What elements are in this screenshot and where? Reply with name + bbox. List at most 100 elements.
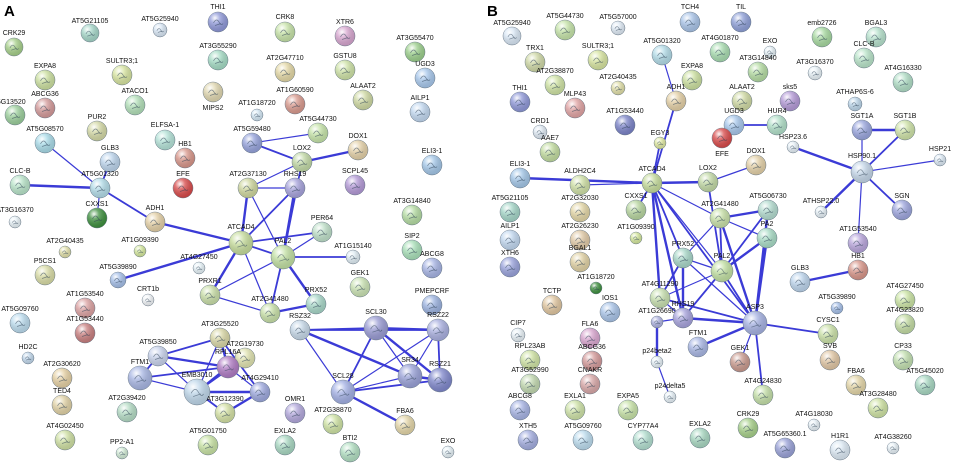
b-node-structure-glyph (647, 180, 658, 187)
a-node-structure-glyph (427, 265, 438, 272)
b-node-label: BGAL1 (569, 245, 592, 252)
a-node-label: EXO (441, 438, 456, 445)
b-node-label: ATCAD4 (638, 166, 665, 173)
b-node-expa5: EXPA5 (617, 393, 639, 421)
b-node-structure-glyph (873, 405, 884, 412)
b-node-dox1: DOX1 (745, 148, 767, 176)
a-node-shine (250, 382, 270, 402)
b-node-cyp77a4: CYP77A4 (628, 423, 658, 451)
b-node-structure-glyph (614, 86, 622, 91)
a-node-structure-glyph (277, 254, 290, 262)
b-node-label: RPL23AB (515, 343, 546, 350)
a-node-label: AT3G55470 (396, 35, 433, 42)
b-node-structure-glyph (736, 19, 747, 26)
a-node-eli3-1: ELI3-1 (422, 148, 442, 176)
a-node-shine (238, 178, 258, 198)
a-node-shine (145, 212, 165, 232)
b-node-exla1: EXLA1 (564, 393, 586, 421)
b-node-structure-glyph (703, 179, 714, 186)
a-node-label: AT2G39420 (108, 395, 145, 402)
a-node-at3g25520: AT3G25520 (201, 321, 239, 349)
b-node-shine (652, 45, 672, 65)
a-node-structure-glyph (247, 140, 258, 147)
a-node-shine (422, 258, 442, 278)
b-node-label: ASP3 (746, 304, 764, 311)
a-node-structure-glyph (243, 185, 254, 192)
a-node-pp2-a1: PP2-A1 (110, 439, 134, 460)
b-node-mlp43: MLP43 (564, 91, 586, 119)
a-node-hd2c: HD2C (18, 344, 38, 365)
b-node-structure-glyph (693, 344, 704, 351)
b-node-structure-glyph (560, 27, 571, 34)
b-node-structure-glyph (871, 34, 882, 41)
b-node-shine (626, 200, 646, 220)
b-node-structure-glyph (898, 79, 909, 86)
b-node-structure-glyph (762, 235, 773, 242)
b-node-at5g21105: AT5G21105 (492, 195, 528, 223)
b-node-structure-glyph (749, 320, 762, 328)
b-node-structure-glyph (515, 175, 526, 182)
b-node-shine (764, 46, 776, 58)
a-node-structure-glyph (57, 402, 68, 409)
b-node-shine (895, 290, 915, 310)
b-edge-atcad4-prx52 (651, 182, 684, 259)
a-node-scpl45: SCPL45 (342, 168, 368, 196)
a-node-label: HB1 (178, 141, 192, 148)
a-node-structure-glyph (297, 159, 308, 166)
b-node-tctp: TCTP (541, 288, 563, 316)
b-node-at5g09760: AT5G09760 (564, 423, 602, 451)
b-node-label: AT4G24830 (744, 378, 781, 385)
a-node-structure-glyph (280, 29, 291, 36)
b-node-sgt1b: SGT1B (894, 113, 917, 141)
b-node-structure-glyph (575, 259, 586, 266)
a-edge-rsz22-scl28 (342, 329, 439, 393)
a-node-expa8: EXPA8 (34, 63, 56, 91)
b-edge-aldh2c4-atcad4 (579, 182, 653, 186)
b-node-structure-glyph (758, 392, 769, 399)
b-node-atcad4: ATCAD4 (638, 166, 666, 194)
a-node-shine (271, 245, 295, 269)
b-node-structure-glyph (853, 267, 864, 274)
b-node-shine (650, 288, 670, 308)
a-node-label: PRXR1 (198, 278, 221, 285)
a-node-structure-glyph (57, 375, 68, 382)
a-node-hb1: HB1 (174, 141, 196, 169)
a-node-label: AT1G15140 (334, 243, 371, 250)
b-node-sgn: SGN (891, 193, 913, 221)
a-node-structure-glyph (358, 97, 369, 104)
a-node-label: SULTR3;1 (106, 58, 138, 65)
a-node-label: PER64 (311, 215, 333, 222)
b-node-label: ADH1 (667, 84, 686, 91)
b-node-structure-glyph (530, 59, 541, 66)
b-node-label: XTH6 (501, 250, 519, 257)
b-node-structure-glyph (656, 141, 664, 146)
b-node-structure-glyph (811, 71, 819, 76)
b-node-svb: SVB (819, 343, 841, 371)
a-node-fba6: FBA6 (394, 408, 416, 436)
a-node-xtr6: XTR6 (334, 19, 356, 47)
b-node-shine (731, 12, 751, 32)
b-node-structure-glyph (585, 335, 596, 342)
b-node-label: PA2 (761, 221, 774, 228)
b-node-ailp1: AILP1 (499, 223, 521, 251)
b-node-structure-glyph (715, 49, 726, 56)
a-node-label: AT5G39890 (99, 264, 136, 271)
b-node-label: AT3G28480 (859, 391, 896, 398)
a-node-at5g25940: AT5G25940 (141, 16, 179, 38)
a-node-shine (346, 250, 360, 264)
b-node-label: CRK29 (737, 411, 760, 418)
b-node-label: AT1G09390 (617, 224, 654, 231)
a-node-label: ABCG36 (31, 91, 59, 98)
a-node-shine (229, 231, 253, 255)
a-node-shine (290, 320, 310, 340)
a-node-shine (35, 70, 55, 90)
b-node-efe: EFE (711, 127, 733, 158)
a-edge-atcad4-at5g39890 (116, 241, 243, 282)
b-node-sgt1a: SGT1A (851, 113, 874, 141)
b-node-shine (730, 352, 750, 372)
b-node-hur4: HUR4 (766, 108, 788, 136)
b-node-shine (895, 314, 915, 334)
b-node-label: p24delta5 (655, 383, 686, 390)
a-node-label: ELFSA-1 (151, 122, 180, 129)
b-node-crd1: CRD1 (530, 118, 550, 140)
